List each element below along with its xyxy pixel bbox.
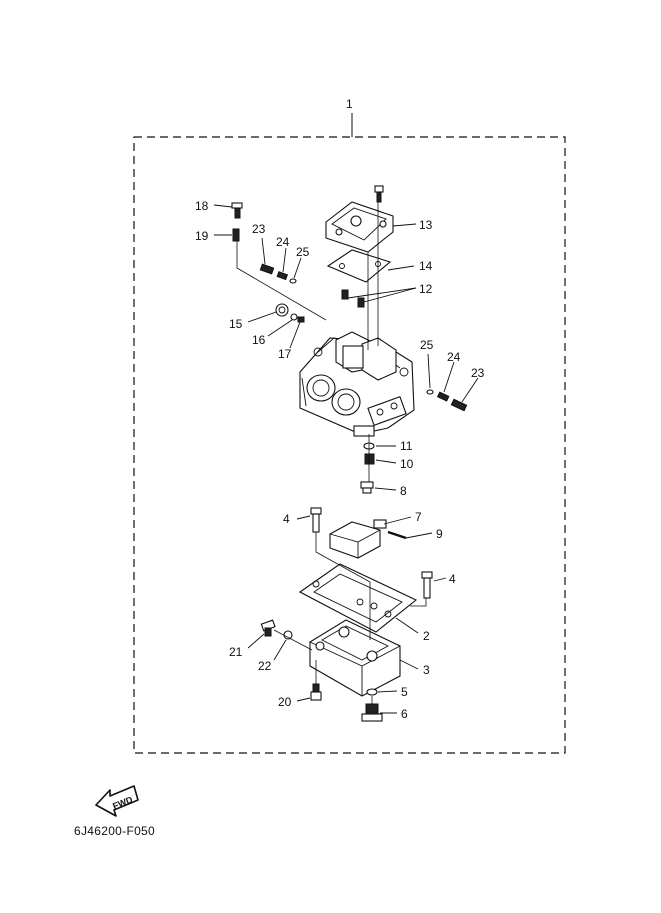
oring-25b — [426, 389, 434, 395]
gasket-2 — [298, 563, 418, 633]
assembly-boundary — [133, 136, 566, 754]
callout-17: 17 — [278, 347, 292, 361]
washer-16 — [290, 313, 298, 321]
jet-12a — [341, 289, 349, 300]
callout-7: 7 — [415, 510, 422, 524]
callout-20: 20 — [278, 695, 292, 709]
callout-23b: 23 — [471, 366, 485, 380]
callout-22: 22 — [258, 659, 272, 673]
callout-18: 18 — [195, 199, 209, 213]
float-chamber-3 — [309, 619, 401, 697]
spring-24b — [436, 391, 450, 402]
callout-5: 5 — [401, 685, 408, 699]
callout-9: 9 — [436, 527, 443, 541]
carburetor-body — [299, 331, 415, 437]
callout-12: 12 — [419, 282, 433, 296]
callout-25a: 25 — [296, 245, 310, 259]
callout-24a: 24 — [276, 235, 290, 249]
callout-23a: 23 — [252, 222, 266, 236]
screw-4b — [421, 571, 433, 599]
screw-23b — [450, 398, 468, 412]
callout-2: 2 — [423, 629, 430, 643]
figure-code: 6J46200-F050 — [74, 824, 155, 838]
callout-19: 19 — [195, 229, 209, 243]
screw-18 — [231, 202, 243, 219]
callout-15: 15 — [229, 317, 243, 331]
callout-4a: 4 — [283, 512, 290, 526]
callout-10: 10 — [400, 457, 414, 471]
screw-23a — [259, 263, 275, 275]
callout-16: 16 — [252, 333, 266, 347]
callout-4b: 4 — [449, 572, 456, 586]
callout-1: 1 — [346, 97, 353, 111]
callout-3: 3 — [423, 663, 430, 677]
callout-21: 21 — [229, 645, 243, 659]
screw-17 — [297, 316, 305, 323]
jet-10 — [364, 453, 375, 465]
callout-11: 11 — [400, 439, 413, 453]
leader-lines — [213, 204, 479, 714]
plug-15 — [275, 303, 289, 317]
washer-5 — [366, 688, 378, 696]
gasket-14 — [326, 249, 392, 283]
spring-24a — [276, 271, 289, 281]
screw-20 — [310, 683, 322, 701]
screw-4a — [310, 507, 322, 533]
callout-8: 8 — [400, 484, 407, 498]
float-7 — [329, 519, 387, 559]
screw-19 — [232, 228, 240, 242]
callout-24b: 24 — [447, 350, 461, 364]
callout-25b: 25 — [420, 338, 434, 352]
drain-screw-6 — [361, 703, 383, 722]
callout-6: 6 — [401, 707, 408, 721]
screw-top — [374, 185, 384, 203]
callout-13: 13 — [419, 218, 433, 232]
screw-21 — [260, 619, 276, 637]
callout-14: 14 — [419, 259, 433, 273]
fwd-arrow-icon: FWD — [95, 785, 139, 817]
jet-12b — [357, 297, 365, 308]
plug-8 — [360, 481, 374, 494]
cover-13 — [325, 201, 394, 253]
pin-9 — [387, 530, 407, 540]
oring-25a — [289, 278, 297, 284]
